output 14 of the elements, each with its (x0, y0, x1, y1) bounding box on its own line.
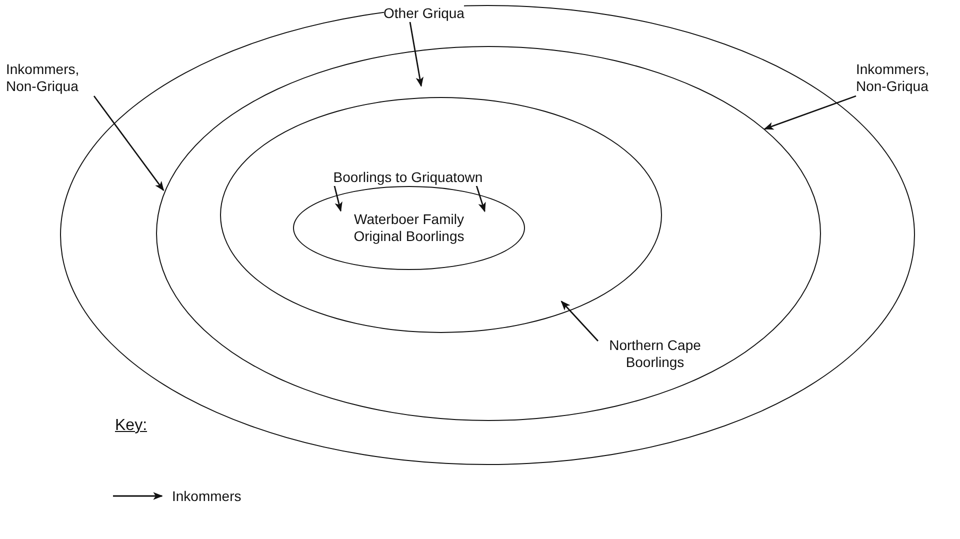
key-heading: Key: (115, 417, 148, 435)
node-label: Other Griqua (384, 4, 464, 22)
arrow (475, 184, 486, 212)
arrow (333, 184, 342, 212)
legend-label: Inkommers (172, 488, 242, 504)
arrow (409, 22, 424, 87)
arrow (560, 300, 599, 342)
node-label: Original Boorlings (354, 228, 464, 245)
node-label: Waterboer Family (354, 211, 464, 228)
arrow (764, 95, 856, 130)
ellipse (156, 46, 821, 421)
ellipse (220, 97, 662, 333)
node-label: Boorlings to Griquatown (333, 168, 483, 186)
arrow (93, 96, 164, 192)
